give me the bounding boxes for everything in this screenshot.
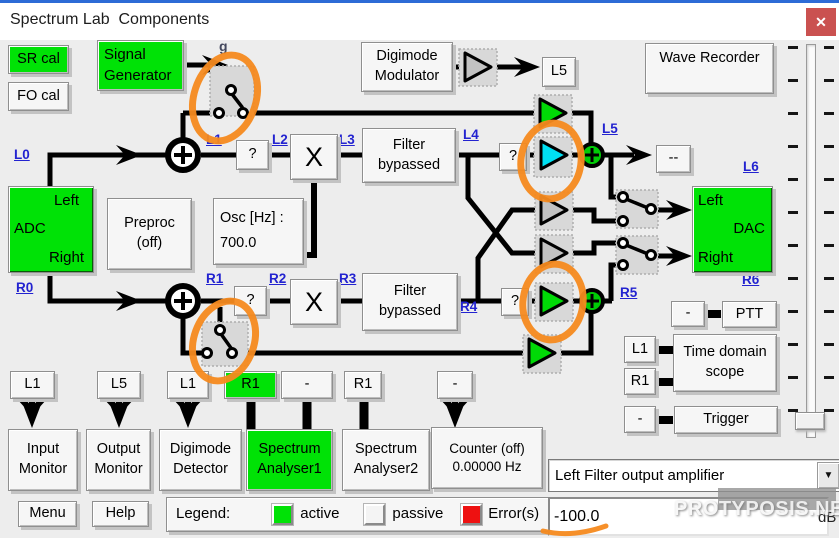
- source-button-analyser1-b[interactable]: -: [281, 371, 333, 399]
- adder-icon-right-input: [165, 283, 201, 319]
- query-button-l1[interactable]: ?: [236, 140, 269, 170]
- legend-passive-label: passive: [392, 505, 444, 523]
- wave-recorder-box[interactable]: Wave Recorder: [645, 43, 774, 94]
- slider-ticks-right: [824, 46, 834, 442]
- watermark-text: PROTYPOSIS.NET: [674, 498, 839, 520]
- node-label-l2[interactable]: L2: [272, 132, 288, 147]
- switch-icon-generator-left[interactable]: [213, 84, 249, 119]
- amplifier-icon-cross-upper[interactable]: [539, 194, 569, 226]
- menu-button[interactable]: Menu: [18, 501, 77, 527]
- output-monitor-box[interactable]: Output Monitor: [86, 429, 151, 491]
- amplifier-icon-cross-lower[interactable]: [539, 237, 569, 269]
- signal-generator-box[interactable]: Signal Generator: [97, 40, 184, 91]
- slider-thumb[interactable]: [795, 412, 825, 430]
- node-label-l6[interactable]: L6: [743, 159, 759, 174]
- watermark-box: [718, 488, 836, 510]
- spectrum-analyser1-box[interactable]: Spectrum Analyser1: [246, 429, 333, 491]
- legend-panel: Legend: active passive Error(s): [166, 497, 557, 532]
- scope-source-right-button[interactable]: R1: [624, 368, 656, 395]
- digimode-detector-box[interactable]: Digimode Detector: [159, 429, 242, 491]
- source-button-counter[interactable]: -: [437, 371, 473, 399]
- trigger-source-button[interactable]: -: [624, 406, 656, 433]
- node-label-r6[interactable]: R6: [742, 272, 760, 287]
- spectrum-analyser2-box[interactable]: Spectrum Analyser2: [342, 429, 430, 491]
- generator-switch-label: g: [219, 38, 228, 54]
- digimode-output-select-button[interactable]: L5: [542, 57, 576, 87]
- query-button-l4[interactable]: ?: [499, 143, 527, 171]
- dropdown-arrow-icon[interactable]: ▼: [817, 462, 839, 489]
- query-button-r1[interactable]: ?: [234, 286, 267, 316]
- titlebar: Spectrum Lab Components ✕: [0, 0, 839, 40]
- legend-active-swatch: [272, 504, 294, 525]
- amplifier-select[interactable]: Left Filter output amplifier ▼: [548, 459, 839, 492]
- slider-track[interactable]: [806, 44, 816, 438]
- source-button-input-monitor[interactable]: L1: [10, 371, 55, 399]
- query-button-r4[interactable]: ?: [501, 288, 529, 316]
- node-label-l0[interactable]: L0: [14, 147, 30, 162]
- annotation-circle-generator-left-switch: [189, 51, 261, 145]
- amplifier-icon-left-filter-output[interactable]: [539, 139, 569, 171]
- amplifier-icon-right-generator[interactable]: [527, 337, 557, 369]
- multiplier-box-left[interactable]: X: [290, 134, 338, 180]
- slider-ticks-left: [788, 46, 798, 442]
- adc-box[interactable]: Left ADC Right: [8, 186, 94, 273]
- node-label-l3[interactable]: L3: [339, 132, 355, 147]
- node-label-l4[interactable]: L4: [463, 127, 479, 142]
- counter-box[interactable]: Counter (off) 0.00000 Hz: [431, 427, 543, 489]
- source-button-output-monitor[interactable]: L5: [97, 371, 141, 399]
- amplifier-icon-right-filter-output[interactable]: [539, 285, 569, 317]
- ptt-source-button[interactable]: -: [671, 301, 705, 327]
- legend-active-label: active: [300, 505, 340, 523]
- sr-cal-button[interactable]: SR cal: [8, 45, 69, 74]
- node-label-r5[interactable]: R5: [620, 285, 638, 300]
- oscillator-box[interactable]: Osc [Hz] : 700.0: [213, 198, 304, 265]
- legend-passive-swatch: [364, 504, 386, 525]
- time-domain-scope-box[interactable]: Time domain scope: [673, 334, 777, 392]
- digimode-modulator-box[interactable]: Digimode Modulator: [361, 42, 453, 92]
- node-label-l5[interactable]: L5: [602, 121, 618, 136]
- trigger-box[interactable]: Trigger: [674, 406, 778, 434]
- source-button-analyser1[interactable]: R1: [224, 371, 277, 399]
- close-button[interactable]: ✕: [806, 8, 836, 36]
- node-label-r0[interactable]: R0: [16, 280, 34, 295]
- help-button[interactable]: Help: [92, 501, 149, 527]
- node-label-r2[interactable]: R2: [269, 271, 287, 286]
- amplifier-icon-digimode[interactable]: [463, 51, 493, 83]
- close-icon: ✕: [815, 13, 827, 30]
- adder-icon-left-output: [579, 142, 605, 168]
- ptt-box[interactable]: PTT: [722, 301, 777, 328]
- fo-cal-button[interactable]: FO cal: [8, 82, 69, 111]
- adder-icon-left-input: [165, 137, 201, 173]
- preprocessor-box[interactable]: Preproc (off): [107, 198, 192, 270]
- amplifier-icon-left-generator[interactable]: [538, 97, 568, 129]
- source-button-analyser2[interactable]: R1: [344, 371, 382, 399]
- input-monitor-box[interactable]: Input Monitor: [8, 429, 78, 491]
- mute-button[interactable]: --: [656, 145, 691, 173]
- gain-unit-label: dB: [818, 509, 837, 526]
- node-label-r1[interactable]: R1: [206, 271, 224, 286]
- node-label-r4[interactable]: R4: [460, 299, 478, 314]
- switch-icon-dac-left[interactable]: [617, 191, 657, 227]
- source-button-digimode-detector[interactable]: L1: [167, 371, 209, 399]
- dac-box[interactable]: Left DAC Right: [692, 186, 773, 273]
- node-label-r3[interactable]: R3: [339, 271, 357, 286]
- adder-icon-right-output: [579, 288, 605, 314]
- legend-error-swatch: [461, 504, 483, 525]
- scope-source-left-button[interactable]: L1: [624, 336, 656, 363]
- multiplier-box-right[interactable]: X: [290, 279, 338, 325]
- switch-icon-generator-right[interactable]: [201, 324, 238, 359]
- switch-icon-dac-right[interactable]: [617, 237, 657, 271]
- legend-label: Legend:: [176, 505, 231, 523]
- fork-arrow-icon: [18, 396, 469, 414]
- node-label-l1[interactable]: L1: [206, 132, 222, 147]
- filter-box-right[interactable]: Filter bypassed: [362, 273, 458, 331]
- window-title: Spectrum Lab Components: [10, 11, 210, 28]
- legend-error-label: Error(s): [488, 505, 540, 523]
- filter-box-left[interactable]: Filter bypassed: [362, 128, 456, 183]
- amplifier-select-value: Left Filter output amplifier: [555, 467, 725, 484]
